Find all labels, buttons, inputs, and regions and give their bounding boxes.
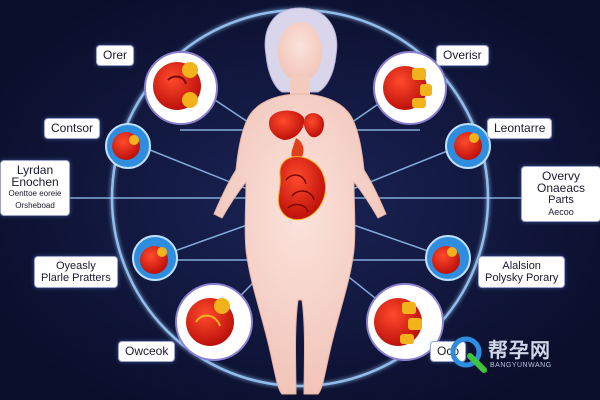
female-body-silhouette bbox=[213, 7, 387, 395]
label-right-box: Overvy Onaeacs Parts Aecoo bbox=[521, 166, 600, 222]
organ-node-mid-right bbox=[445, 123, 491, 169]
label-mid-left: Contsor bbox=[44, 118, 101, 139]
watermark-chinese-text: 帮孕网 bbox=[488, 338, 551, 362]
label-left-box: Lyrdan Enochen Oenttoe eoreie Orsheboad bbox=[0, 160, 70, 216]
watermark: 帮孕网 BANGYUNWANG bbox=[448, 330, 598, 378]
organ-node-top-left bbox=[144, 51, 218, 125]
label-bottom-left: Owceok bbox=[118, 341, 176, 362]
label-top-right: Overisr bbox=[436, 45, 489, 66]
watermark-english-text: BANGYUNWANG bbox=[490, 362, 552, 369]
organ-node-bottom-right bbox=[366, 283, 444, 361]
organ-node-mid-left bbox=[105, 123, 151, 169]
organ-node-top-right bbox=[373, 51, 447, 125]
label-mid-right: Leontarre bbox=[487, 118, 553, 139]
label-lower-left: Oyeasly Plarle Pratters bbox=[34, 256, 118, 288]
watermark-logo-icon bbox=[450, 336, 487, 373]
organ-node-lower-left bbox=[132, 235, 178, 281]
organ-node-bottom-left bbox=[175, 283, 253, 361]
internal-organs bbox=[268, 110, 326, 221]
organ-node-lower-right bbox=[425, 235, 471, 281]
label-top-left: Orer bbox=[96, 45, 134, 66]
label-lower-right: Alalsion Polysky Porary bbox=[478, 256, 566, 288]
